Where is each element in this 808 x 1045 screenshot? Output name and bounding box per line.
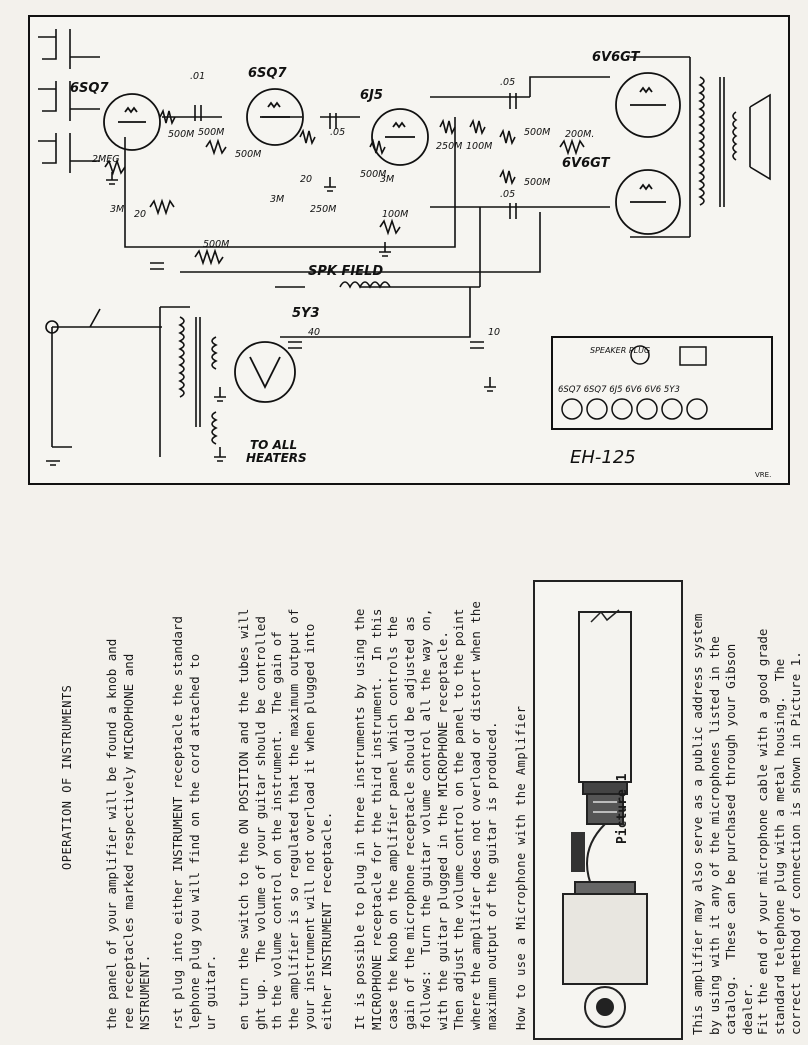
component-label: .05 [330,127,345,138]
paragraph-plug: rst plug into either INSTRUMENT receptac… [170,616,218,1030]
component-label: 20 [300,174,312,185]
component-label: 100M [466,141,492,152]
section-heading-microphone: How to use a Microphone with the Amplifi… [514,705,528,1030]
tube-label-6j5: 6J5 [360,88,383,103]
component-label: 3M [270,194,284,205]
speaker-field-label: SPK FIELD [308,264,383,279]
component-label: 500M [168,129,194,140]
telephone-plug-illustration [562,609,648,1028]
paragraph-switch: en turn the switch to the ON POSITION an… [236,608,334,1030]
component-label: 500M [524,177,550,188]
picture-1-frame: Picture 1 [533,580,683,1040]
socket-row-labels: 6SQ7 6SQ7 6J5 6V6 6V6 5Y3 [558,385,680,395]
paragraph-public-address: This amplifier may also serve as a publi… [690,613,755,1035]
heaters-label-line: HEATERS [246,451,307,465]
tube-label-5y3: 5Y3 [292,306,320,321]
paragraph-three-instruments: It is possible to plug in three instrume… [352,601,499,1030]
component-label: 3M [380,174,394,185]
component-label: .01 [190,71,205,82]
component-label: 10 [488,327,500,338]
section-heading: OPERATION OF INSTRUMENTS [60,684,74,870]
component-label: 20 [134,209,146,220]
tube-label-6v6gt-a: 6V6GT [592,50,641,65]
picture-caption: Picture 1 [615,773,630,844]
tube-label-6sq7-b: 6SQ7 [248,66,287,81]
component-label: 250M [436,141,462,152]
tube-label-6v6gt-b: 6V6GT [562,156,611,171]
heaters-label: TO ALL HEATERS [246,438,307,465]
component-label: 2MEG [92,154,120,165]
component-label: 500M [235,149,261,160]
model-label: EH-125 [570,447,636,468]
component-label: .05 [500,77,515,88]
component-label: 200M. [565,129,594,140]
component-label: 500M [524,127,550,138]
paragraph-cable: Fit the end of your microphone cable wit… [755,628,803,1035]
component-label: 500M [203,239,229,250]
component-label: 3M [110,204,124,215]
component-label: 500M [198,127,224,138]
component-label: 500M [360,169,386,180]
schematic-panel: 6SQ7 6SQ7 6J5 6V6GT 6V6GT 5Y3 .01 2MEG 5… [28,15,790,485]
component-label: .05 [500,189,515,200]
component-label: 100M [382,209,408,220]
component-label: 250M [310,204,336,215]
component-label: 40 [308,327,320,338]
paragraph-panel: the panel of your amplifier will be foun… [104,638,152,1030]
draftsman-initials: VRE. [755,471,771,479]
speaker-plug-label: SPEAKER PLUG [590,346,650,355]
heaters-label-line: TO ALL [250,438,297,452]
amplifier-schematic: 6SQ7 6SQ7 6J5 6V6GT 6V6GT 5Y3 .01 2MEG 5… [38,29,773,479]
tube-label-6sq7-a: 6SQ7 [70,81,109,96]
